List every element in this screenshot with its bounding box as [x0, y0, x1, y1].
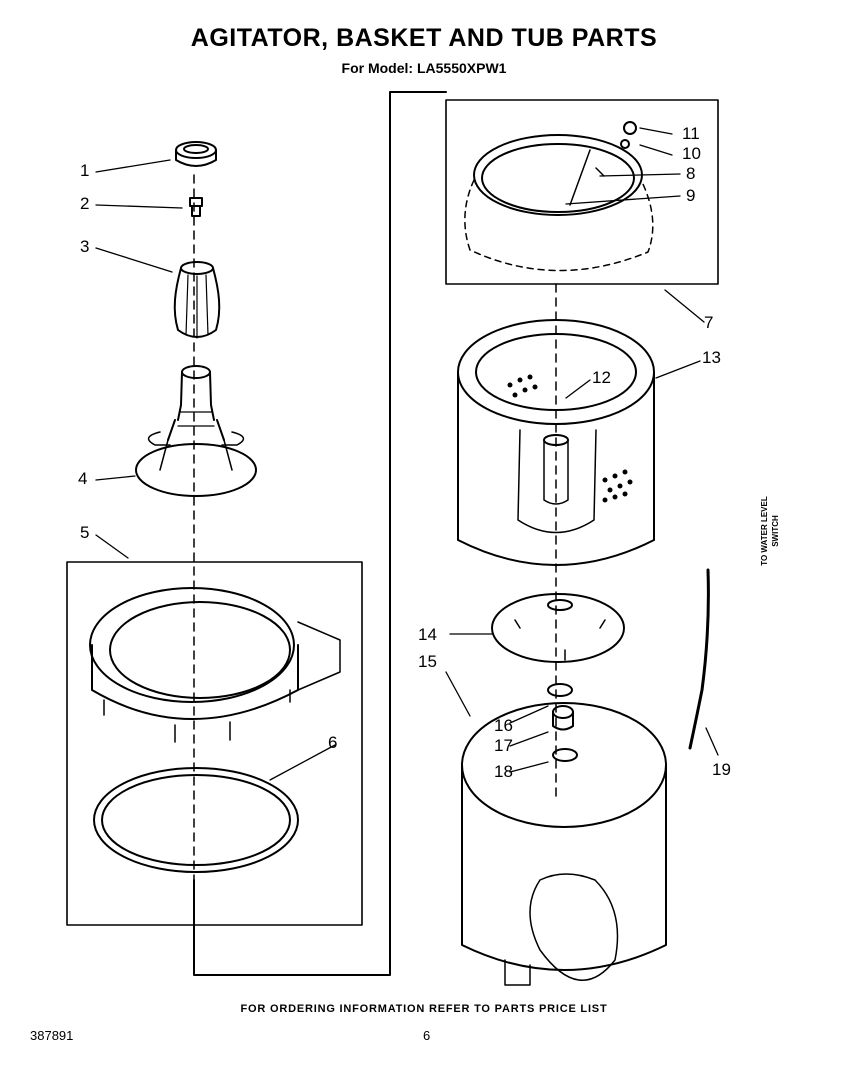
part-hose	[688, 568, 710, 750]
part-nuts	[620, 121, 637, 149]
part-agitator-base	[135, 365, 257, 497]
callout-13: 13	[702, 348, 721, 367]
document-number: 387891	[30, 1028, 74, 1043]
callout-16: 16	[494, 716, 513, 735]
callout-6: 6	[328, 733, 338, 752]
callout-9: 9	[686, 186, 696, 205]
callout-18: 18	[494, 762, 513, 781]
basket-holes	[507, 374, 633, 503]
callout-14: 14	[418, 625, 437, 644]
callout-19: 19	[712, 760, 731, 779]
diagram-title: AGITATOR, BASKET AND TUB PARTS	[190, 24, 658, 52]
callout-8: 8	[686, 164, 696, 183]
callout-11: 11	[682, 124, 700, 143]
part-agitator-sleeve	[173, 261, 221, 339]
callout-5: 5	[80, 523, 90, 542]
callout-1: 1	[80, 161, 90, 180]
part-hub-plate	[491, 593, 625, 663]
water-level-label-line1: TO WATER LEVEL	[760, 496, 769, 566]
callout-17: 17	[494, 736, 513, 755]
part-balance-ring	[464, 134, 654, 272]
part-basket	[457, 319, 655, 566]
callout-4: 4	[78, 469, 88, 488]
assembly-connector-line	[193, 91, 447, 976]
callout-10: 10	[682, 144, 701, 163]
part-small-components	[547, 683, 578, 762]
water-level-label-line2: SWITCH	[771, 515, 780, 547]
part-gasket	[93, 767, 299, 873]
callout-leaders	[95, 127, 719, 781]
part-outer-tub	[461, 702, 667, 986]
callout-2: 2	[80, 194, 90, 213]
part-agitator-cap	[175, 141, 217, 167]
callout-15: 15	[418, 652, 437, 671]
callout-7: 7	[704, 313, 714, 332]
ordering-info-note: FOR ORDERING INFORMATION REFER TO PARTS …	[240, 1003, 608, 1015]
water-level-switch-label: TO WATER LEVEL SWITCH	[759, 451, 781, 611]
callout-12: 12	[592, 368, 611, 387]
page-number: 6	[423, 1028, 431, 1043]
callout-3: 3	[80, 237, 90, 256]
part-5-group-box	[66, 561, 363, 926]
part-tub-ring	[89, 587, 341, 743]
part-fastener	[189, 197, 203, 217]
part-7-group-box	[445, 99, 719, 285]
model-subtitle: For Model: LA5550XPW1	[341, 60, 507, 76]
